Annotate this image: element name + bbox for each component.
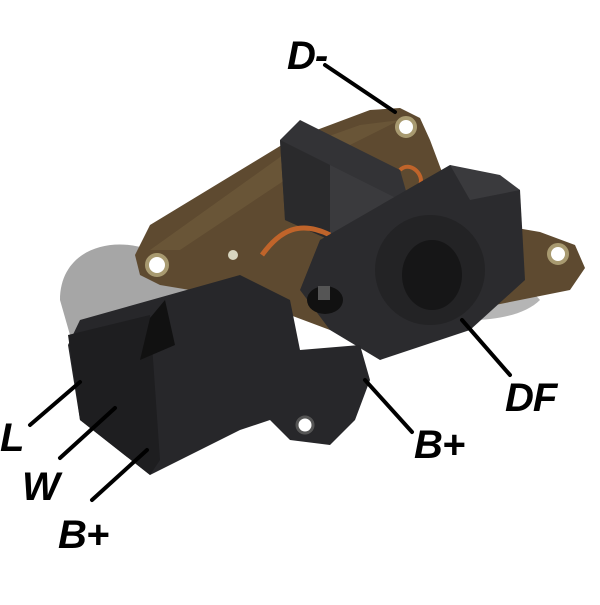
copper-wire <box>259 225 332 257</box>
callout-line-l <box>28 380 82 427</box>
callout-line-b-plus-right <box>363 378 414 434</box>
callout-lines <box>28 63 512 502</box>
mounting-hole-top <box>395 116 417 138</box>
connector-plug <box>68 275 370 475</box>
label-w: W <box>22 465 60 509</box>
label-l: L <box>0 416 24 460</box>
callout-line-w <box>58 406 117 460</box>
mounting-hole-bottom <box>295 415 315 435</box>
mounting-hole-left <box>145 253 169 277</box>
callout-line-df <box>460 318 512 377</box>
connector-latch <box>140 300 175 360</box>
label-df: DF <box>505 376 557 420</box>
mounting-hole-right <box>547 243 569 265</box>
label-d-minus: D- <box>287 34 328 78</box>
callout-line-b-plus-left <box>90 448 149 502</box>
callout-line-d-minus <box>323 63 397 114</box>
label-b-plus-left: B+ <box>58 513 109 557</box>
terminal-screw <box>307 286 343 314</box>
rivet <box>228 250 238 260</box>
label-b-plus-right: B+ <box>414 423 465 467</box>
df-housing <box>300 165 525 360</box>
